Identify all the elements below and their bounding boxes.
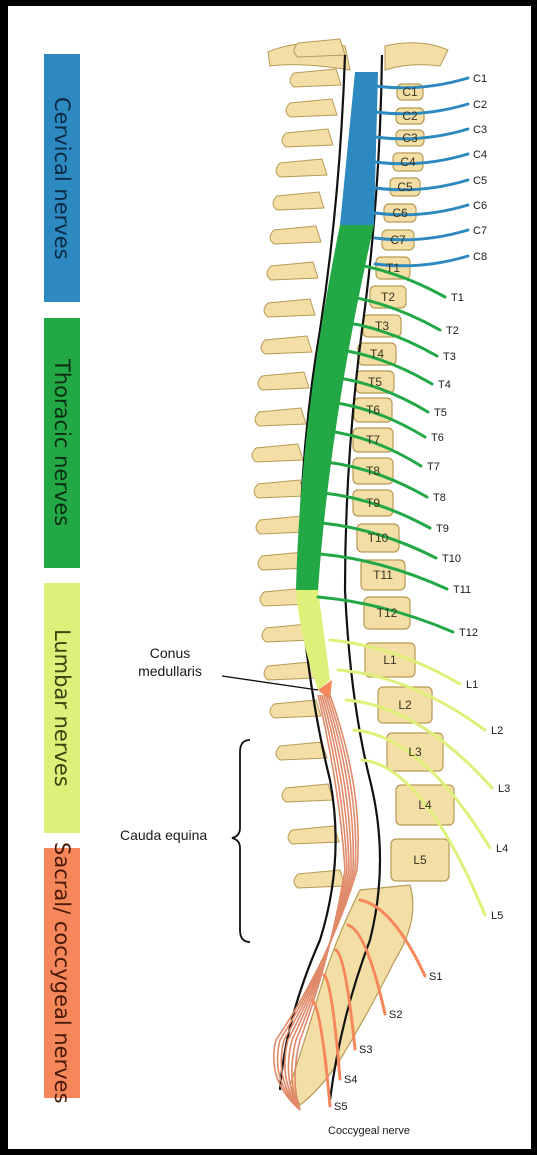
cervical-nerve-label: C5 [473, 175, 487, 187]
lumbar-nerve-label: L3 [498, 783, 510, 795]
sacral-nerve-label: S3 [359, 1044, 372, 1056]
vertebra-label: T12 [377, 606, 398, 620]
vertebra-label: C6 [392, 206, 408, 220]
vertebra-label: T4 [370, 347, 384, 361]
sacral-nerve-label: S5 [334, 1101, 347, 1113]
vertebra-label: C3 [402, 131, 418, 145]
thoracic-nerve-label: T7 [427, 461, 440, 473]
thoracic-nerve-label: T11 [453, 584, 471, 596]
vertebra-label: L3 [408, 745, 422, 759]
vertebra-label: C7 [390, 233, 406, 247]
lumbar-nerve-label: L5 [491, 910, 503, 922]
spinous-process [252, 444, 303, 462]
vertebra-label: T7 [366, 433, 380, 447]
vertebra-label: T8 [366, 464, 380, 478]
spinous-process [276, 742, 327, 760]
coccygeal-nerve-label: Coccygeal nerve [328, 1125, 410, 1137]
cervical-nerve [375, 78, 468, 88]
vertebra-label: C1 [402, 85, 418, 99]
thoracic-nerve-label: T8 [433, 492, 446, 504]
vertebra-label: T9 [366, 496, 380, 510]
sacral-nerve-label: S2 [389, 1009, 402, 1021]
spinous-process [294, 870, 345, 888]
conus-label-line2: medullaris [138, 663, 202, 679]
spinous-process [264, 299, 315, 317]
vertebra-label: C2 [402, 109, 418, 123]
spinous-process [254, 480, 305, 498]
spinous-process [276, 159, 327, 177]
cervical-nerve-label: C2 [473, 99, 487, 111]
vertebra-label: T3 [375, 319, 389, 333]
thoracic-nerve-label: T12 [459, 627, 478, 639]
conus-label-line1: Conus [150, 645, 190, 661]
spinous-process [286, 99, 337, 117]
cervical-nerve-label: C8 [473, 251, 487, 263]
spinous-process [282, 784, 333, 802]
thoracic-nerve-label: T3 [443, 351, 456, 363]
vertebra-label: T1 [386, 261, 400, 275]
vertebra-label: L5 [413, 853, 427, 867]
thoracic-nerve-label: T10 [442, 553, 461, 565]
vertebra-label: T5 [368, 375, 382, 389]
cervical-nerve-label: C1 [473, 73, 487, 85]
spinous-process [270, 226, 321, 244]
spinous-process [294, 39, 345, 57]
cervical-nerve-label: C3 [473, 124, 487, 136]
spinous-process [290, 69, 341, 87]
thoracic-nerve-label: T2 [446, 325, 459, 337]
thoracic-nerve-label: T5 [434, 407, 447, 419]
cervical-nerve-label: C4 [473, 149, 487, 161]
vertebra-label: L1 [383, 653, 397, 667]
spinous-process [288, 826, 339, 844]
thoracic-nerve-label: T9 [436, 523, 449, 535]
cord-cervical [340, 72, 378, 225]
lumbar-nerve-label: L1 [466, 679, 478, 691]
vertebra-label: T2 [381, 290, 395, 304]
vertebra-label: T10 [368, 531, 389, 545]
spinous-process [255, 408, 306, 426]
cauda-equina-brace [232, 740, 250, 942]
spinous-process [273, 192, 324, 210]
vertebra-label: T6 [366, 403, 380, 417]
lumbar-nerve-label: L2 [491, 725, 503, 737]
vertebra-label: L2 [398, 698, 412, 712]
spinous-process [261, 336, 312, 354]
thoracic-nerve-label: T1 [451, 292, 464, 304]
sacral-nerve-label: S1 [429, 971, 442, 983]
cervical-nerve-label: C7 [473, 225, 487, 237]
vertebra-label: C5 [397, 180, 413, 194]
cervical-nerve [375, 180, 468, 190]
thoracic-nerve-label: T6 [431, 432, 444, 444]
thoracic-nerve-label: T4 [438, 379, 451, 391]
spinous-process [258, 372, 309, 390]
sacral-nerve-label: S4 [344, 1074, 357, 1086]
vertebra-label: L4 [418, 798, 432, 812]
cauda-equina-label: Cauda equina [120, 827, 207, 843]
lumbar-nerve-label: L4 [496, 843, 508, 855]
cervical-nerve-label: C6 [473, 200, 487, 212]
spinous-process [282, 129, 333, 147]
spinous-process [267, 262, 318, 280]
vertebra-label: C4 [400, 155, 416, 169]
skull-base-right [385, 43, 448, 70]
vertebra-label: T11 [373, 568, 393, 582]
